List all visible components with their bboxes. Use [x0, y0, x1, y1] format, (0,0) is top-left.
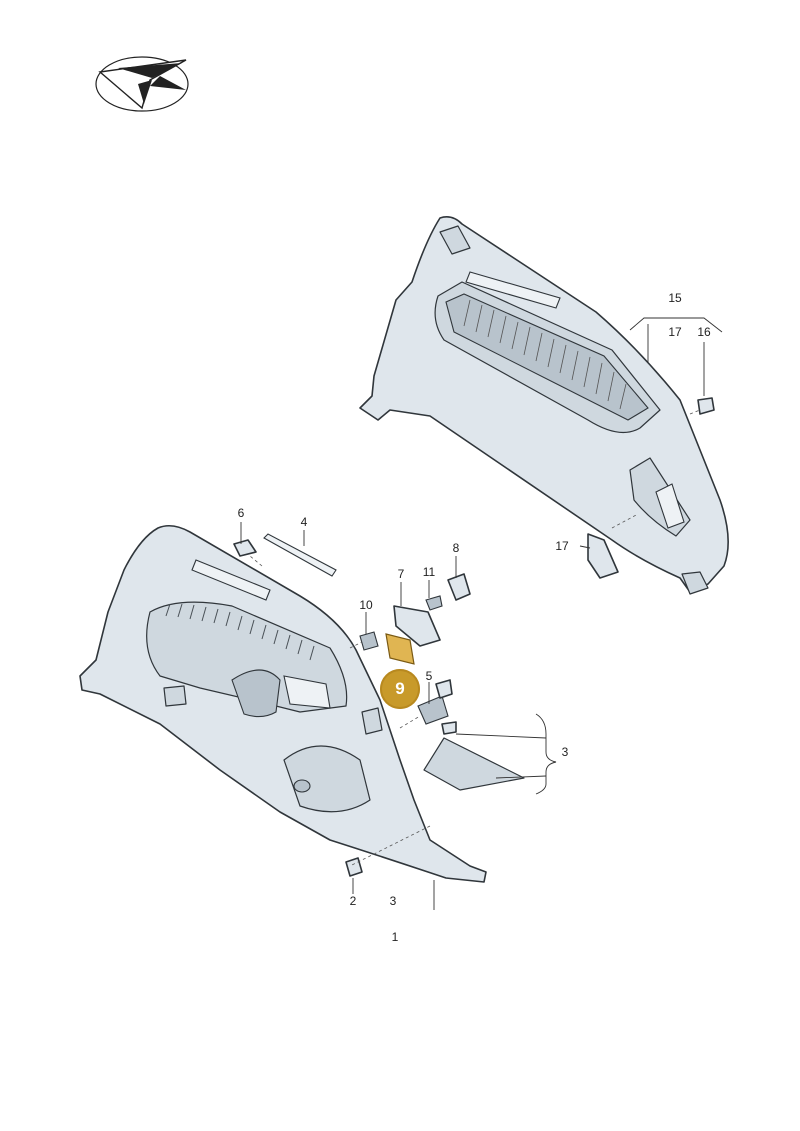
- callout-16: 16: [697, 325, 711, 339]
- part-socket-5: [417, 679, 453, 725]
- callout-17-upper: 17: [668, 325, 682, 339]
- part-clip-6: [233, 539, 257, 557]
- lower-trim-panel: [79, 524, 487, 883]
- part-cover-3: [423, 721, 525, 791]
- part-module-9: [385, 633, 415, 665]
- callout-3-bottom: 3: [389, 894, 397, 908]
- part-strip-4: [263, 533, 337, 577]
- callout-15: 15: [668, 291, 682, 305]
- part-clip-2: [345, 857, 363, 877]
- callout-11: 11: [422, 565, 436, 579]
- part-cover-17: [587, 533, 619, 579]
- callout-7: 7: [397, 567, 405, 581]
- callout-4: 4: [300, 515, 308, 529]
- part-bracket-8: [447, 573, 471, 601]
- part-holder-7: [393, 605, 441, 647]
- brand-logo: [95, 56, 189, 112]
- lead-lines: [240, 317, 723, 910]
- callout-10: 10: [359, 598, 373, 612]
- callout-3-right: 3: [561, 745, 569, 759]
- callout-1: 1: [391, 930, 399, 944]
- part-socket-10: [359, 631, 379, 651]
- callout-6: 6: [237, 506, 245, 520]
- part-clip-16: [697, 397, 715, 415]
- highlighted-part-badge-9[interactable]: 9: [380, 669, 420, 709]
- callout-2: 2: [349, 894, 357, 908]
- callout-8: 8: [452, 541, 460, 555]
- callout-17-cover: 17: [555, 539, 569, 553]
- upper-trim-panel: [359, 216, 729, 595]
- part-screw-11: [425, 595, 443, 611]
- callout-5: 5: [425, 669, 433, 683]
